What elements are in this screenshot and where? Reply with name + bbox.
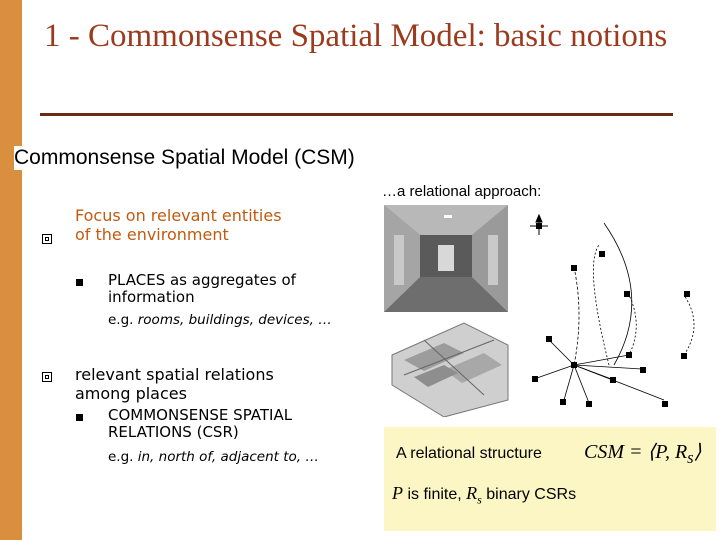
sub-bullet-icon [76, 279, 83, 286]
left-accent-bar [0, 0, 22, 540]
section-heading: Commonsense Spatial Model (CSM) [14, 146, 359, 170]
compass-rose-icon [530, 213, 548, 235]
sub-bullet-2-example: e.g. in, north of, adjacent to, … [108, 449, 319, 465]
csm-formula: CSM = ⟨P, Rs⟩ [584, 441, 702, 467]
bullet-1-text: Focus on relevant entities of the enviro… [75, 206, 282, 244]
caption-line-2: P is finite, Rs binary CSRs [392, 483, 577, 507]
relational-structure-caption: A relational structure CSM = ⟨P, Rs⟩ P i… [384, 427, 716, 531]
graph-nodes [532, 223, 690, 407]
sub-bullet-1-text: PLACES as aggregates of information [108, 271, 296, 306]
floor-plan-image [384, 312, 509, 417]
sub-bullet-icon [76, 414, 83, 421]
title-underline [40, 113, 673, 116]
caption-line-1: A relational structure [396, 445, 542, 462]
sub-bullet-1-example: e.g. rooms, buildings, devices, … [108, 312, 332, 328]
bullet-icon [42, 372, 52, 382]
sub-bullet-2-text: COMMONSENSE SPATIAL RELATIONS (CSR) [108, 406, 293, 441]
bullet-2-text: relevant spatial relations among places [75, 365, 274, 403]
environment-illustration [384, 205, 695, 417]
relational-note: …a relational approach: [382, 183, 542, 200]
bullet-icon [42, 234, 52, 244]
slide-title: 1 - Commonsense Spatial Model: basic not… [44, 18, 668, 54]
place-relation-graph [533, 222, 695, 404]
corridor-render-image [384, 205, 508, 312]
